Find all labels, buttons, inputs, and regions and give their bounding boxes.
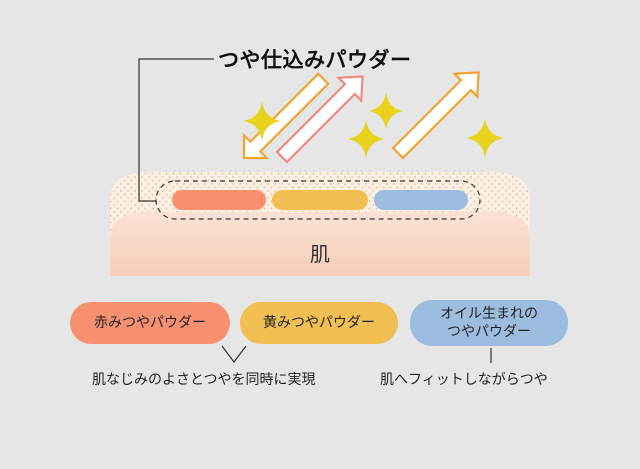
yellow-powder-capsule [272,190,368,210]
blue-powder-label-line1: オイル生まれの [440,306,538,322]
skin-layer [110,212,530,276]
blue-powder-label: オイル生まれの つやパウダー [410,300,568,346]
skin-label: 肌 [310,242,330,266]
reflected-light-arrow-pink [275,75,364,164]
description-right: 肌へフィットしながらつや [380,372,548,388]
red-powder-label: 赤みつやパウダー [70,302,230,344]
sparkle-icon [466,118,504,158]
incoming-light-arrow [242,72,330,160]
blue-powder-label-line2: つやパウダー [447,324,531,340]
sparkle-icon [369,92,403,130]
red-powder-label-text: 赤みつやパウダー [94,315,206,331]
yellow-powder-label: 黄みつやパウダー [240,302,398,344]
red-powder-capsule [172,190,266,210]
title-leader-line [138,58,214,202]
yellow-red-desc-connector [221,345,247,363]
description-left: 肌なじみのよさとつやを同時に実現 [92,372,316,388]
reflected-light-arrow-orange [391,71,480,160]
sparkle-icon [348,119,384,159]
yellow-powder-label-text: 黄みつやパウダー [263,315,375,331]
blue-powder-capsule [374,190,468,210]
powder-group-outline [155,180,481,220]
diagram-title: つや仕込みパウダー [218,48,412,72]
sparkle-icon [243,101,281,141]
